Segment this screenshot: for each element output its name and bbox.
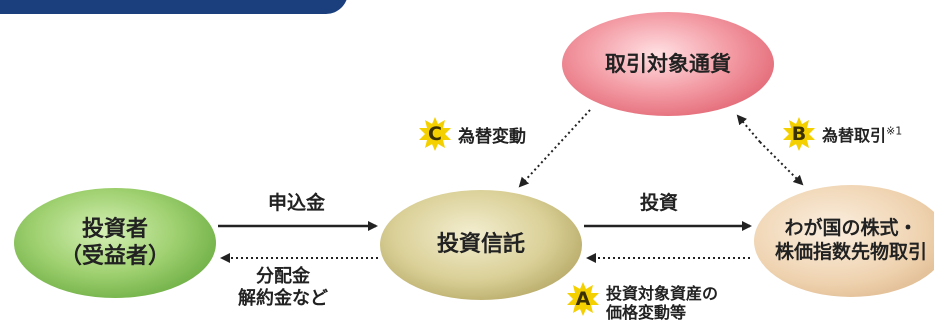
fx-transaction-arrow (736, 114, 761, 143)
futures-label: 株価指数先物取引 (774, 241, 927, 263)
investment-trust-node: 投資信託 (380, 190, 582, 300)
target-currency-label: 取引対象通貨 (605, 51, 731, 76)
starburst-icon (783, 117, 815, 151)
factor-c-letter: C (428, 123, 442, 145)
investor-node: 投資者 （受益者） (14, 188, 216, 298)
investor-label: 投資者 (81, 216, 148, 242)
factor-a-badge: A (566, 282, 600, 316)
distribution-line1: 分配金 (256, 266, 310, 287)
factor-b-badge: B (782, 117, 816, 151)
japanese-stocks-node: わが国の株式・ 株価指数先物取引 (754, 185, 934, 297)
distribution-line2: 解約金など (238, 287, 328, 309)
factor-c-badge: C (418, 117, 452, 151)
factor-a-label: 投資対象資産の 価格変動等 (606, 284, 718, 322)
investment-trust-label: 投資信託 (436, 232, 525, 258)
stocks-label: わが国の株式・ (784, 217, 918, 240)
target-currency-node: 取引対象通貨 (562, 12, 774, 116)
currency-change-arrow (518, 109, 591, 188)
distribution-label: 分配金 解約金など (238, 266, 328, 309)
investment-label: 投資 (640, 192, 679, 214)
factor-c-label: 為替変動 (458, 127, 526, 147)
starburst-icon (419, 117, 451, 151)
factor-a-line2: 価格変動等 (606, 303, 687, 323)
subscription-label: 申込金 (268, 192, 326, 214)
header-banner (0, 0, 348, 14)
factor-b-label: 為替取引※1 (822, 122, 902, 146)
beneficiary-label: （受益者） (59, 244, 170, 269)
factor-a-letter: A (575, 288, 591, 310)
factor-a-line1: 投資対象資産の (606, 284, 719, 303)
starburst-icon (567, 282, 599, 316)
factor-b-note: ※1 (886, 124, 903, 138)
factor-b-text: 為替取引 (822, 126, 887, 145)
factor-b-letter: B (791, 123, 807, 145)
